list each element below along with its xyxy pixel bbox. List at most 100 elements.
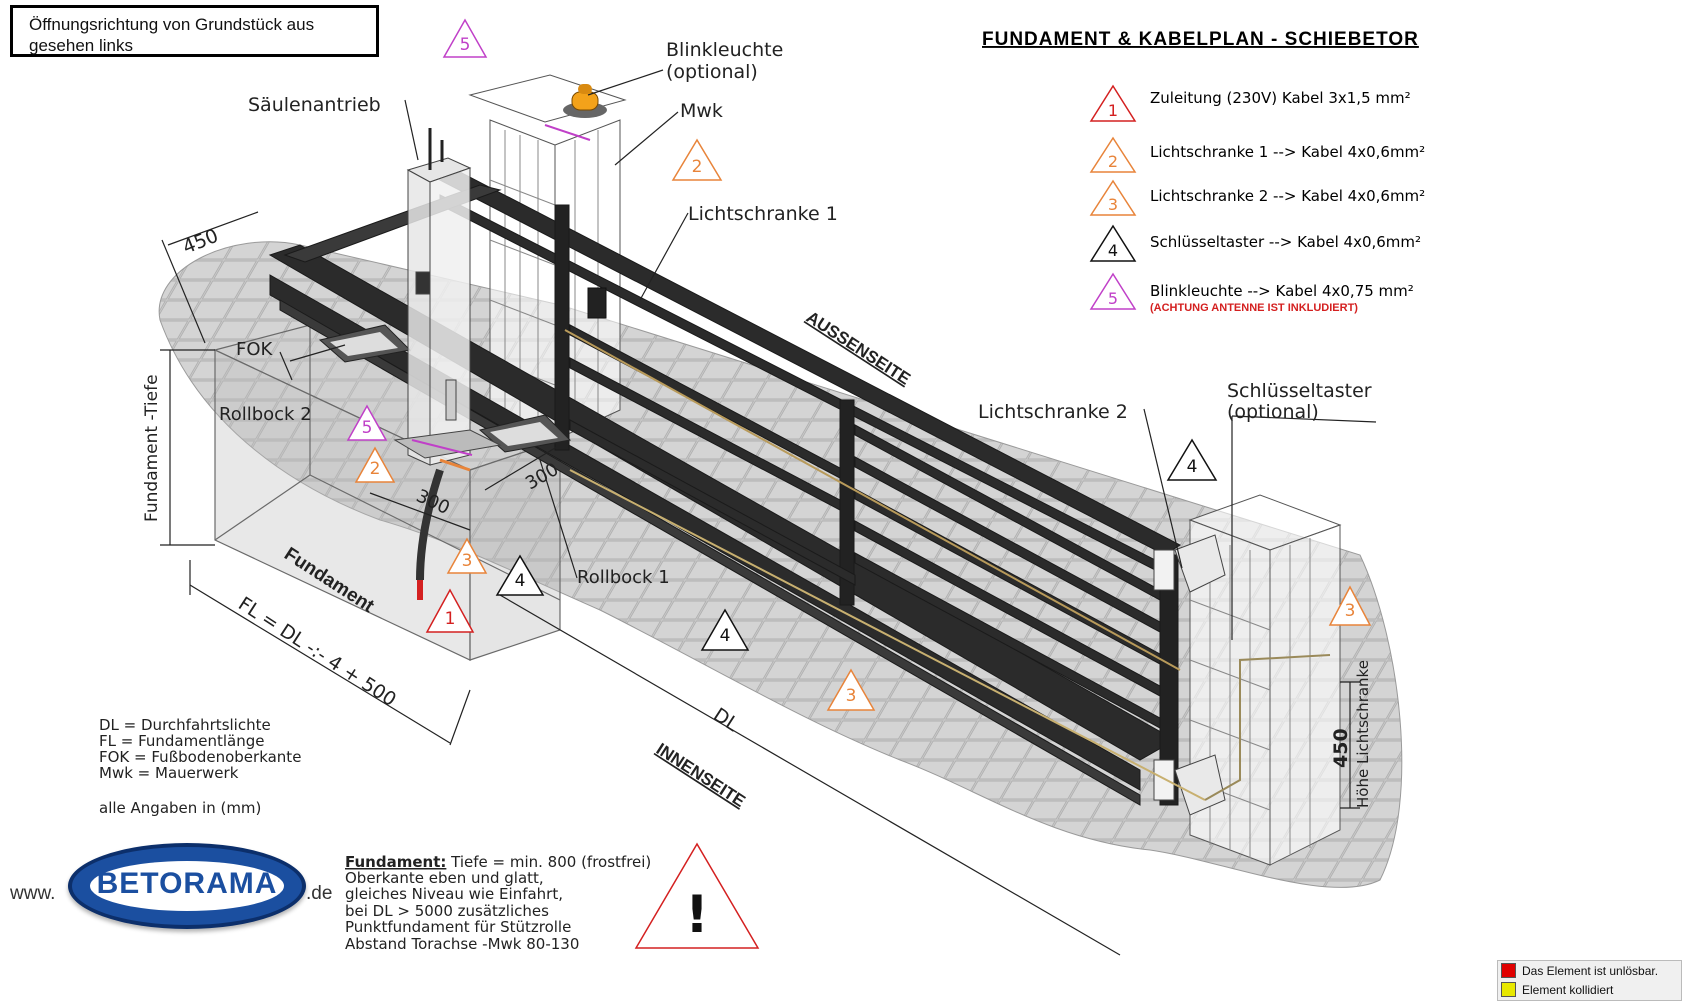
yellow-swatch-icon [1501, 982, 1516, 997]
legend-text-2: Lichtschranke 1 --> Kabel 4x0,6mm² [1150, 143, 1425, 161]
legend-num-4: 4 [1108, 241, 1118, 260]
abbr-fl: FL = Fundamentlänge [99, 732, 264, 750]
abbr-units: alle Angaben in (mm) [99, 799, 261, 817]
diagram-markers: 5 2 5 2 3 4 1 4 3 4 3 [346, 18, 1372, 711]
svg-text:5: 5 [362, 418, 373, 438]
cable-legend: 1 Zuleitung (230V) Kabel 3x1,5 mm² 2 Lic… [1089, 84, 1425, 314]
legend-item-2: 2 Lichtschranke 1 --> Kabel 4x0,6mm² [1089, 136, 1425, 173]
marker-5-low: 5 [346, 404, 388, 441]
legend-num-1: 1 [1108, 101, 1118, 120]
svg-text:4: 4 [1187, 457, 1198, 477]
svg-text:1: 1 [445, 609, 456, 629]
note-first: Tiefe = min. 800 (frostfrei) [446, 853, 651, 871]
legend-item-4: 4 Schlüsseltaster --> Kabel 4x0,6mm² [1089, 224, 1421, 262]
svg-text:2: 2 [692, 157, 703, 177]
marker-3-mid: 3 [826, 668, 876, 711]
note-line-2: gleiches Niveau wie Einfahrt, [345, 885, 563, 903]
legend-num-2: 2 [1108, 152, 1118, 171]
flashing-light-icon [563, 84, 607, 118]
status-row-unsolvable: Das Element ist unlösbar. [1498, 961, 1681, 980]
triangle-3-icon [1089, 179, 1137, 216]
triangle-2-icon [1089, 136, 1137, 173]
legend-num-5: 5 [1108, 289, 1118, 308]
svg-text:Fundament: Tiefe = min. 800 (f: Fundament: Tiefe = min. 800 (frostfrei) [345, 853, 651, 871]
gate-frame [268, 171, 1181, 806]
note-heading: Fundament: [345, 853, 446, 871]
label-innenseite: INNENSEITE [653, 739, 749, 811]
label-blinkleuchte-optional: (optional) [666, 61, 758, 83]
triangle-5-icon [1089, 272, 1137, 310]
svg-text:4: 4 [720, 626, 731, 646]
label-hoehe-lichtschranke: Höhe Lichtschranke [1354, 660, 1372, 808]
logo-www: www. [10, 883, 56, 904]
column-drive [393, 128, 502, 466]
label-dl: DL [709, 704, 742, 736]
marker-1: 1 [425, 588, 475, 633]
hint-line-1: Öffnungsrichtung von Grundstück aus [29, 15, 315, 34]
svg-text:3: 3 [1345, 601, 1356, 621]
legend-num-3: 3 [1108, 195, 1118, 214]
logo-oval: BETORAMA [68, 843, 306, 929]
marker-5-top: 5 [442, 18, 488, 58]
label-schluesseltaster: Schlüsseltaster [1227, 380, 1372, 402]
note-line-3: bei DL > 5000 zusätzliches [345, 902, 549, 920]
note-line-1: Oberkante eben und glatt, [345, 869, 544, 887]
marker-3-low: 3 [446, 537, 488, 574]
abbr-mwk: Mwk = Mauerwerk [99, 764, 239, 782]
legend-item-5: 5 Blinkleuchte --> Kabel 4x0,75 mm² (ACH… [1089, 272, 1414, 314]
abbr-fok: FOK = Fußbodenoberkante [99, 748, 301, 766]
dim-450-side: 450 [1330, 728, 1352, 768]
photocell-1 [587, 287, 607, 319]
betorama-logo: www. BETORAMA .de [10, 843, 333, 933]
marker-3-right: 3 [1328, 585, 1372, 626]
triangle-4-icon [1089, 224, 1137, 262]
note-line-5: Abstand Torachse -Mwk 80-130 [345, 935, 579, 953]
legend-text-5: Blinkleuchte --> Kabel 4x0,75 mm² [1150, 282, 1414, 300]
status-legend: Das Element ist unlösbar. Element kollid… [1497, 960, 1682, 1001]
antenna-note: (ACHTUNG ANTENNE IST INKLUDIERT) [1150, 302, 1358, 314]
marker-2-top: 2 [671, 138, 723, 181]
svg-text:3: 3 [462, 551, 473, 571]
label-fundament-tiefe: Fundament -Tiefe [142, 374, 162, 522]
legend-text-1: Zuleitung (230V) Kabel 3x1,5 mm² [1150, 89, 1411, 107]
label-saeulenantrieb: Säulenantrieb [248, 94, 381, 116]
svg-text:3: 3 [846, 686, 857, 706]
red-swatch-icon [1501, 963, 1516, 978]
label-rollbock2: Rollbock 2 [219, 404, 312, 425]
label-rollbock1: Rollbock 1 [577, 567, 670, 588]
svg-text:2: 2 [370, 459, 381, 479]
cables [411, 124, 1331, 801]
roller-block-2 [318, 324, 412, 363]
logo-tld: .de [306, 883, 333, 904]
status-text-unsolvable: Das Element ist unlösbar. [1522, 963, 1659, 978]
status-row-collides: Element kollidiert [1498, 980, 1681, 999]
marker-4-low: 4 [495, 554, 545, 596]
dimension-lines [160, 211, 1360, 956]
svg-text:4: 4 [515, 571, 526, 591]
label-blinkleuchte: Blinkleuchte [666, 39, 783, 61]
fundament-note: Fundament: Tiefe = min. 800 (frostfrei) … [345, 853, 651, 953]
label-fok: FOK [236, 339, 274, 360]
note-line-4: Punktfundament für Stützrolle [345, 918, 571, 936]
hint-line-2: gesehen links [29, 36, 133, 55]
gate-guides [1153, 534, 1226, 816]
label-schluesseltaster-optional: (optional) [1227, 401, 1319, 423]
svg-text:!: ! [685, 885, 709, 945]
warning-icon: ! [634, 842, 760, 949]
label-lichtschranke1: Lichtschranke 1 [688, 203, 838, 225]
diagram-title: FUNDAMENT & KABELPLAN - SCHIEBETOR [982, 29, 1419, 50]
label-mwk: Mwk [680, 100, 723, 122]
label-lichtschranke2: Lichtschranke 2 [978, 401, 1128, 423]
legend-text-3: Lichtschranke 2 --> Kabel 4x0,6mm² [1150, 187, 1425, 205]
svg-text:5: 5 [460, 35, 471, 55]
legend-item-3: 3 Lichtschranke 2 --> Kabel 4x0,6mm² [1089, 179, 1425, 216]
abbreviations: DL = Durchfahrtslichte FL = Fundamentlän… [99, 716, 301, 817]
abbr-dl: DL = Durchfahrtslichte [99, 716, 271, 734]
opening-direction-hint: Öffnungsrichtung von Grundstück aus gese… [10, 5, 379, 57]
leader-lines [279, 69, 1377, 640]
marker-4-right: 4 [1166, 438, 1218, 481]
diagram-labels: Blinkleuchte (optional) Mwk Säulenantrie… [142, 39, 1372, 811]
marker-4-mid: 4 [700, 608, 750, 651]
legend-text-4: Schlüsseltaster --> Kabel 4x0,6mm² [1150, 233, 1421, 251]
